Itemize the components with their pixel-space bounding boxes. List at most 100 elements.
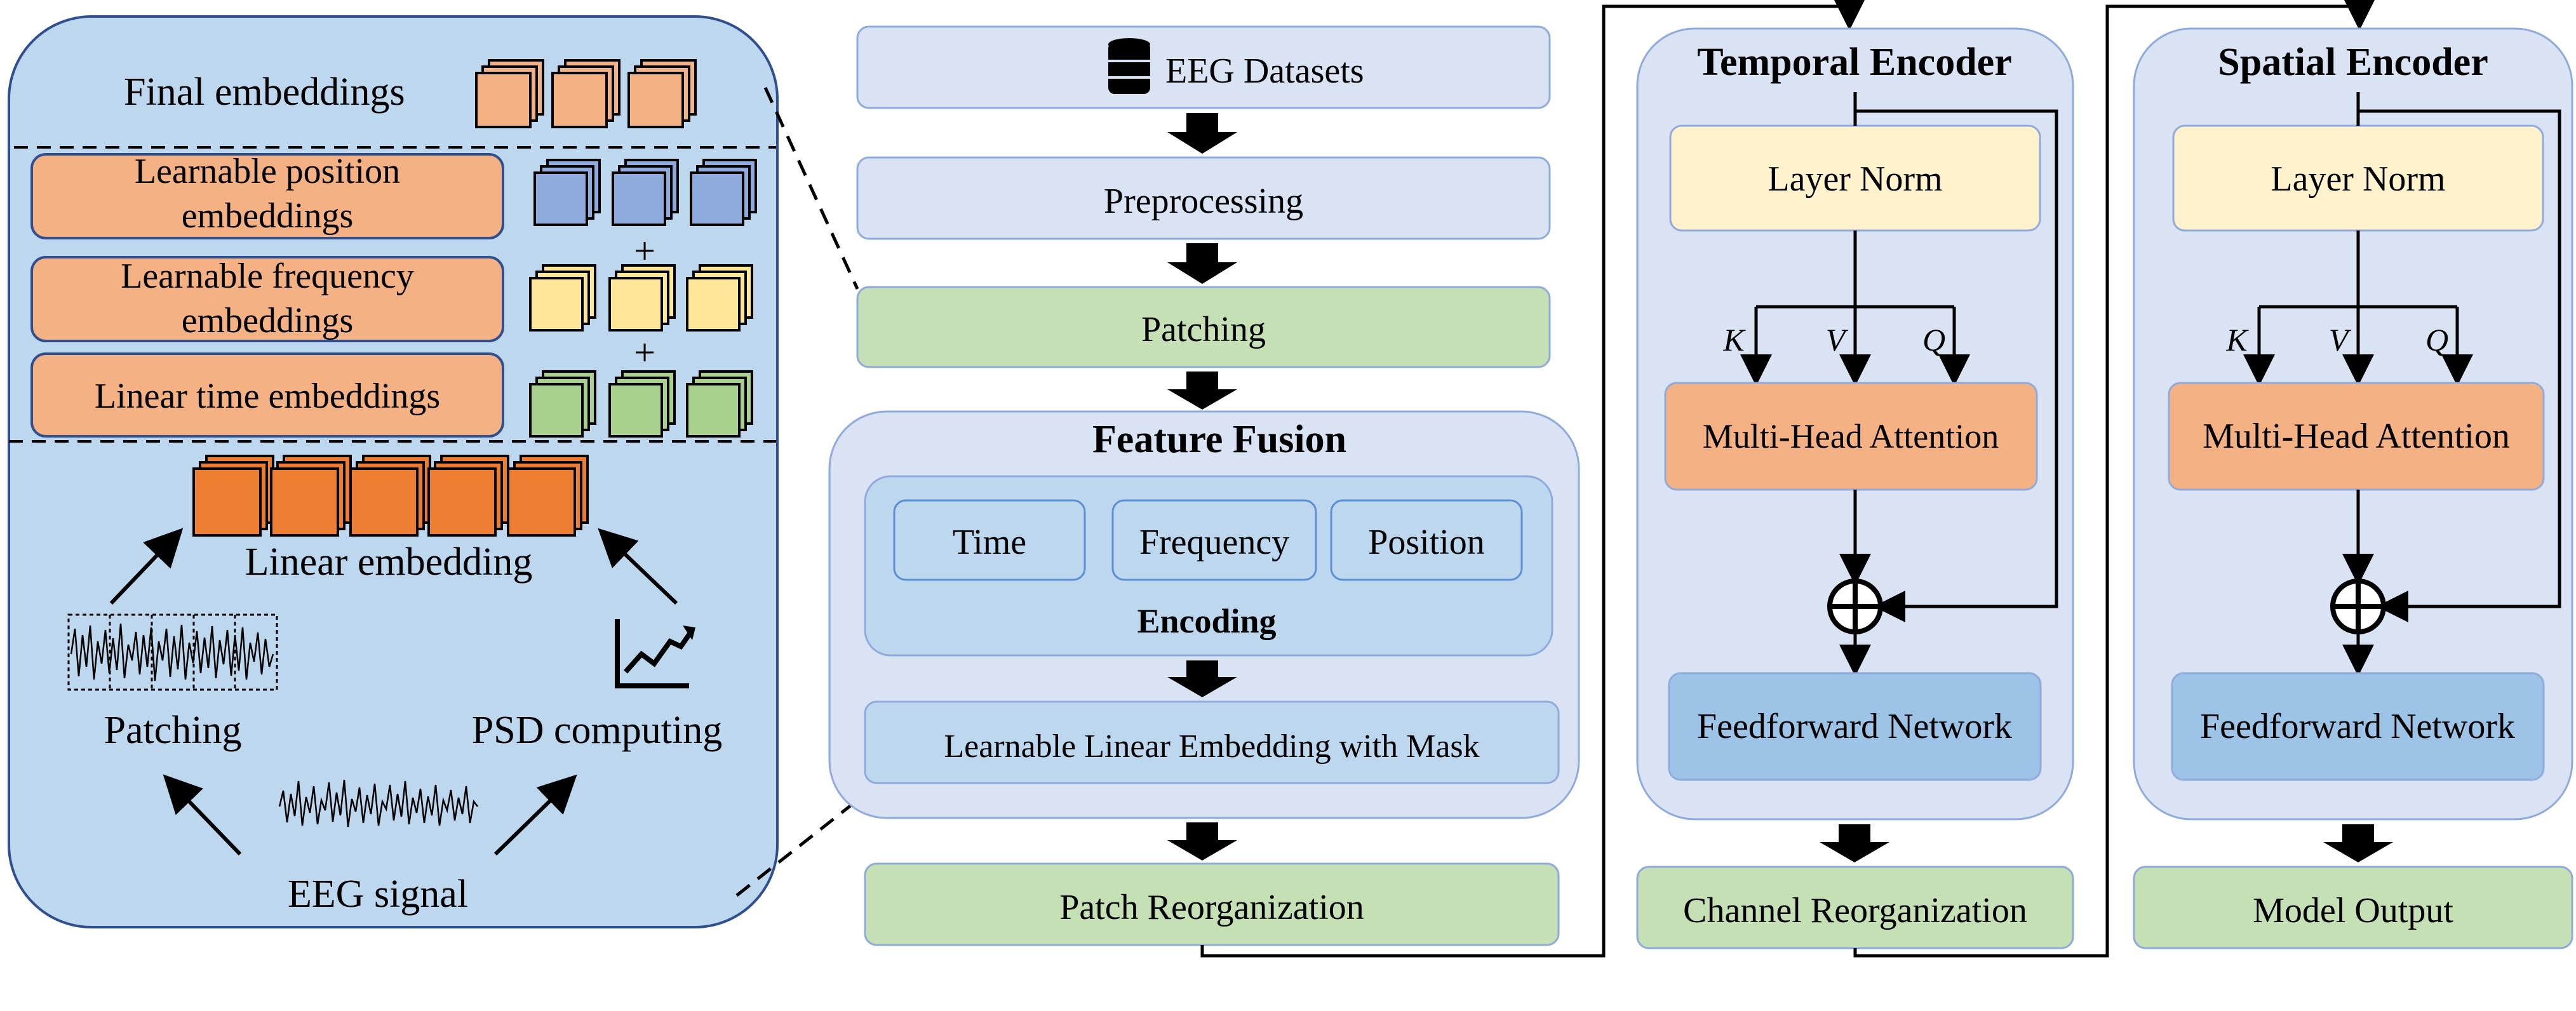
cube xyxy=(686,370,753,438)
patch xyxy=(192,455,274,537)
preprocessing-label: Preprocessing xyxy=(1104,182,1303,221)
spatial-attention-label: Multi-Head Attention xyxy=(2203,417,2510,456)
frequency-embeddings-label-line2: embeddings xyxy=(182,301,354,340)
linear-embedding-mask-box xyxy=(864,700,1560,784)
temporal-ffn-label: Feedforward Network xyxy=(1697,707,2012,746)
position-encoding-box xyxy=(1330,499,1523,581)
cube xyxy=(627,59,697,128)
down-arrow-6 xyxy=(1820,824,1889,862)
patch xyxy=(349,455,431,537)
cube xyxy=(533,159,601,226)
down-arrow-5 xyxy=(1167,822,1237,860)
cube xyxy=(529,264,596,331)
channel-reorganization-label: Channel Reorganization xyxy=(1683,891,2027,930)
position-embeddings-label-line1: Learnable position xyxy=(135,152,400,191)
preprocessing-box xyxy=(856,156,1551,240)
time-encoding-label: Time xyxy=(953,523,1026,562)
temporal-attention-label: Multi-Head Attention xyxy=(1703,417,1999,455)
frequency-encoding-label: Frequency xyxy=(1139,523,1289,562)
patch xyxy=(507,455,589,537)
patching-label: Patching xyxy=(104,709,242,752)
spatial-residual-path xyxy=(2358,109,2561,622)
frequency-embeddings-label-line1: Learnable frequency xyxy=(121,257,414,296)
down-arrow-4 xyxy=(1167,660,1237,697)
arrow-psd-to-embedding xyxy=(598,528,678,605)
connector-to-temporal-encoder xyxy=(1200,0,1865,958)
linear-embedding-label: Linear embedding xyxy=(245,540,533,584)
temporal-ffn-box xyxy=(1668,672,2042,781)
patch-reorganization-box xyxy=(864,862,1560,946)
preprocessing-pipeline: EEG Datasets Preprocessing Patching Feat… xyxy=(828,25,1580,946)
spatial-add-symbol xyxy=(2330,579,2386,634)
spatial-query-label: Q xyxy=(2425,322,2448,358)
feature-fusion-title: Feature Fusion xyxy=(1092,418,1346,461)
temporal-encoder-title: Temporal Encoder xyxy=(1697,41,2011,84)
cube xyxy=(686,264,753,331)
temporal-layer-norm-label: Layer Norm xyxy=(1768,159,1942,199)
down-arrow-3 xyxy=(1167,372,1237,410)
frequency-embeddings-box xyxy=(30,256,504,342)
final-embeddings-label: Final embeddings xyxy=(124,70,405,114)
spatial-encoder: Spatial Encoder Layer Norm K V Q Multi-H… xyxy=(2133,27,2573,949)
linear-embedding-mask-label: Learnable Linear Embedding with Mask xyxy=(944,728,1479,765)
position-embedding-cubes xyxy=(533,159,757,226)
spatial-encoder-title: Spatial Encoder xyxy=(2218,41,2488,84)
arrow-signal-to-psd xyxy=(493,774,577,856)
temporal-add-symbol xyxy=(1827,579,1883,634)
time-embeddings-box xyxy=(30,352,504,438)
spatial-layer-norm-label: Layer Norm xyxy=(2271,159,2445,199)
position-encoding-label: Position xyxy=(1368,523,1485,562)
database-icon xyxy=(1108,38,1150,94)
spatial-ffn-box xyxy=(2171,672,2545,781)
patching-box xyxy=(856,286,1551,368)
cube xyxy=(551,59,621,128)
frequency-encoding-box xyxy=(1111,499,1317,581)
down-arrow-7 xyxy=(2323,824,2393,862)
temporal-encoder: Temporal Encoder Layer Norm K V Q Multi-… xyxy=(1636,27,2074,949)
patched-signal-icon xyxy=(67,613,278,691)
patch xyxy=(270,455,352,537)
model-output-box xyxy=(2133,866,2573,949)
final-embedding-cubes xyxy=(475,59,697,128)
arrow-patching-to-embedding xyxy=(109,528,184,605)
spatial-ffn-label: Feedforward Network xyxy=(2200,707,2515,746)
temporal-attention-box xyxy=(1664,382,2038,491)
plus-sign-2: + xyxy=(634,331,655,373)
time-embedding-cubes xyxy=(529,370,753,438)
model-output-label: Model Output xyxy=(2253,891,2453,930)
connector-to-spatial-encoder xyxy=(1853,0,2375,958)
patching-step-label: Patching xyxy=(1141,310,1266,349)
spatial-key-label: K xyxy=(2225,322,2249,358)
psd-computing-label: PSD computing xyxy=(472,709,722,752)
time-encoding-box xyxy=(893,499,1086,581)
encoding-label: Encoding xyxy=(1137,602,1276,640)
eeg-datasets-label: EEG Datasets xyxy=(1165,51,1364,91)
cube xyxy=(612,159,679,226)
patch xyxy=(427,455,509,537)
down-arrow-2 xyxy=(1167,243,1237,284)
temporal-residual-path xyxy=(1855,109,2058,622)
temporal-value-label: V xyxy=(1826,322,1849,358)
cube xyxy=(608,264,676,331)
temporal-query-label: Q xyxy=(1922,322,1945,358)
eeg-signal-waveform xyxy=(278,779,478,827)
eeg-datasets-box xyxy=(856,25,1551,109)
cube xyxy=(529,370,596,438)
embedding-detail-panel: Final embeddings Learnable position embe… xyxy=(8,15,779,928)
temporal-key-label: K xyxy=(1722,322,1746,358)
frequency-embedding-cubes xyxy=(529,264,753,331)
zoom-connector-top xyxy=(763,86,859,290)
down-arrow-1 xyxy=(1167,113,1237,154)
cube xyxy=(690,159,757,226)
cube xyxy=(475,59,544,128)
linear-embedding-patches xyxy=(192,455,589,537)
position-embeddings-box xyxy=(30,153,504,239)
eeg-signal-label: EEG signal xyxy=(288,873,468,916)
spatial-attention-box xyxy=(2168,382,2545,491)
time-embeddings-label: Linear time embeddings xyxy=(95,377,440,416)
patch-reorganization-label: Patch Reorganization xyxy=(1059,888,1364,927)
psd-chart-icon xyxy=(615,619,695,688)
spatial-value-label: V xyxy=(2329,322,2352,358)
cube xyxy=(608,370,676,438)
